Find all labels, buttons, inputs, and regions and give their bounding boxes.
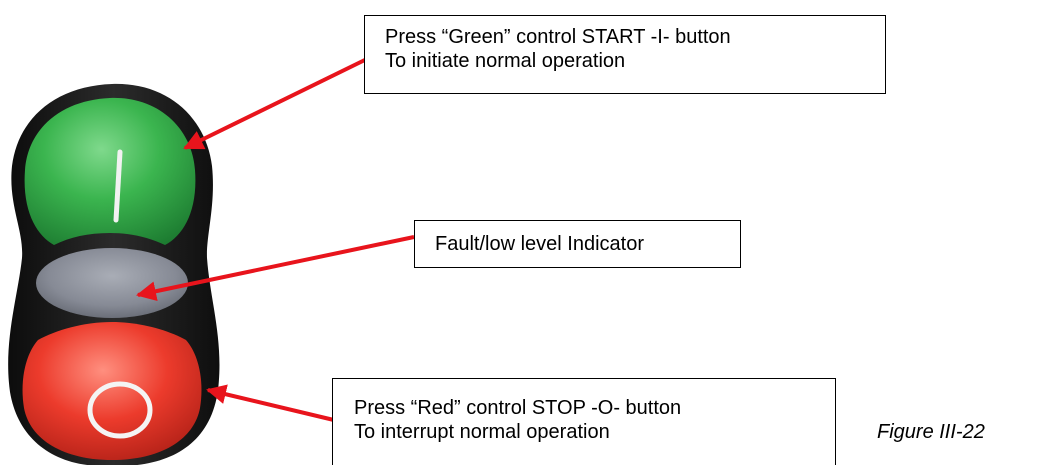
arrow-to-stop-button: [206, 384, 339, 423]
start-callout-line1: Press “Green” control START -I- button: [385, 26, 731, 48]
start-button[interactable]: [24, 97, 196, 245]
fault-indicator-callout: Fault/low level Indicator: [414, 220, 741, 268]
stop-symbol-o: [87, 381, 153, 439]
stop-button[interactable]: [22, 322, 202, 460]
figure-caption: Figure III-22: [877, 421, 985, 443]
arrow-to-start-button: [183, 53, 376, 150]
fault-indicator-light: [36, 248, 188, 318]
fault-callout-line1: Fault/low level Indicator: [435, 233, 644, 255]
stop-callout-line1: Press “Red” control STOP -O- button: [354, 397, 682, 419]
start-symbol-i: [113, 149, 123, 223]
stop-callout-line2: To interrupt normal operation: [354, 421, 610, 443]
start-button-callout: Press “Green” control START -I- button T…: [364, 15, 886, 94]
stop-button-callout: Press “Red” control STOP -O- button To i…: [332, 378, 836, 465]
start-callout-line2: To initiate normal operation: [385, 50, 626, 72]
arrow-to-fault-indicator: [136, 235, 415, 302]
